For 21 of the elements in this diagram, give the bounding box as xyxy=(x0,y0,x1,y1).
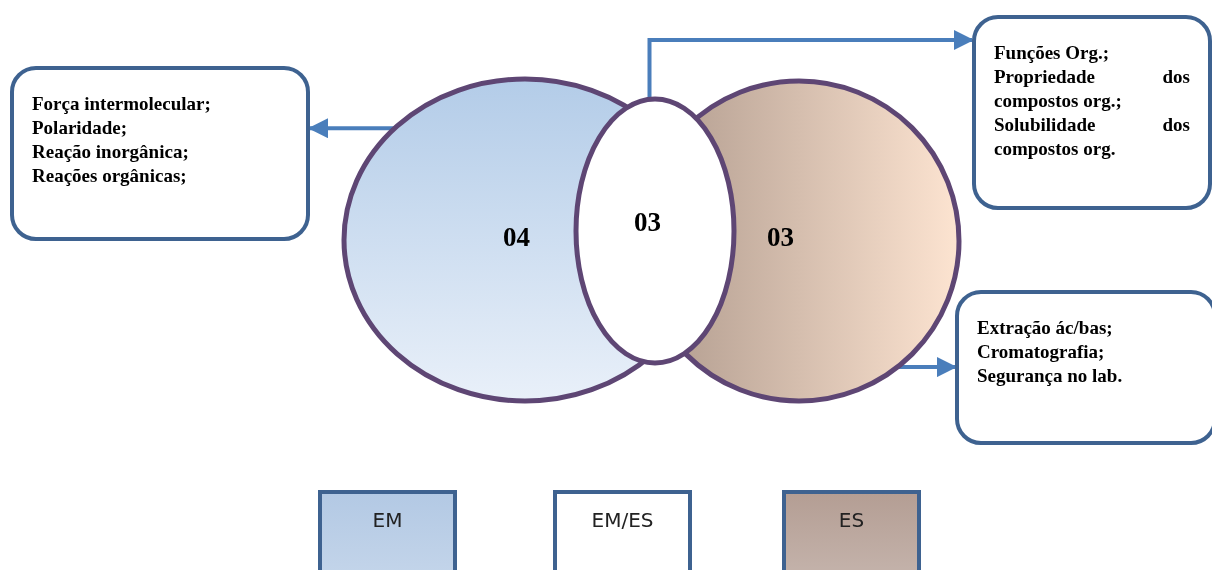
count-label: 03 xyxy=(634,207,661,238)
legend-label: ES xyxy=(838,508,865,532)
legend-label: EM/ES xyxy=(591,508,654,532)
count-label: 04 xyxy=(503,222,530,253)
topic-text: Reação inorgânica; xyxy=(32,140,190,164)
callout-box xyxy=(955,290,1212,445)
callout-box xyxy=(972,15,1212,210)
topic-text: Força intermolecular; xyxy=(32,92,212,116)
topic-text: Propriedade dos compostos org.; xyxy=(994,65,1190,113)
arrow xyxy=(897,357,957,378)
topic-text: Reações orgânicas; xyxy=(32,164,188,188)
topic-text: Extração ác/bas; xyxy=(977,316,1114,340)
topic-text: Solubilidade dos compostos org. xyxy=(994,113,1190,161)
topic-text: Cromatografia; xyxy=(977,340,1106,364)
topic-text: Polaridade; xyxy=(32,116,128,140)
count-label: 03 xyxy=(767,222,794,253)
topic-text: Funções Org.; xyxy=(994,41,1111,65)
legend-label: EM xyxy=(372,508,403,532)
arrow xyxy=(308,118,395,139)
callout-box xyxy=(10,66,310,241)
topic-text: Segurança no lab. xyxy=(977,364,1124,388)
